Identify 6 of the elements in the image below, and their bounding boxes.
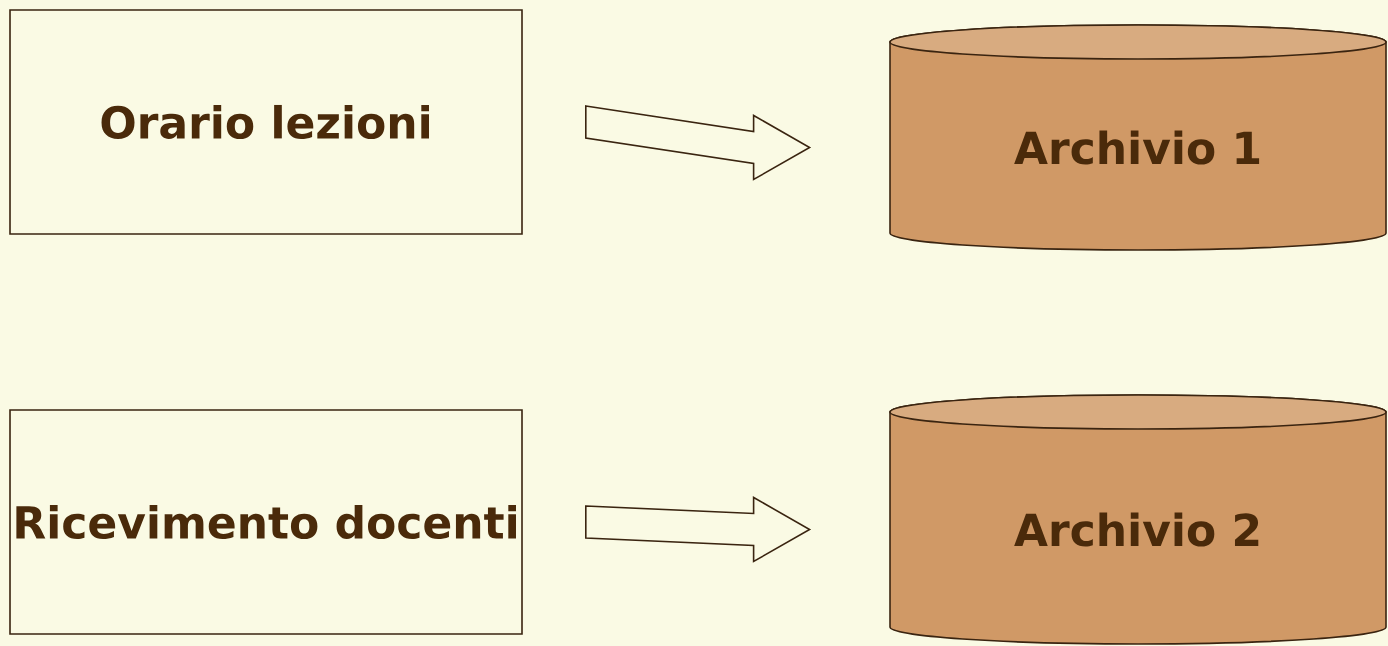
process-box: Orario lezioni	[9, 9, 523, 235]
block-arrow	[585, 496, 812, 563]
database-cylinder: Archivio 1	[889, 24, 1387, 251]
process-box: Ricevimento docenti	[9, 409, 523, 635]
database-cylinder: Archivio 2	[889, 394, 1387, 645]
block-arrow	[585, 105, 812, 181]
